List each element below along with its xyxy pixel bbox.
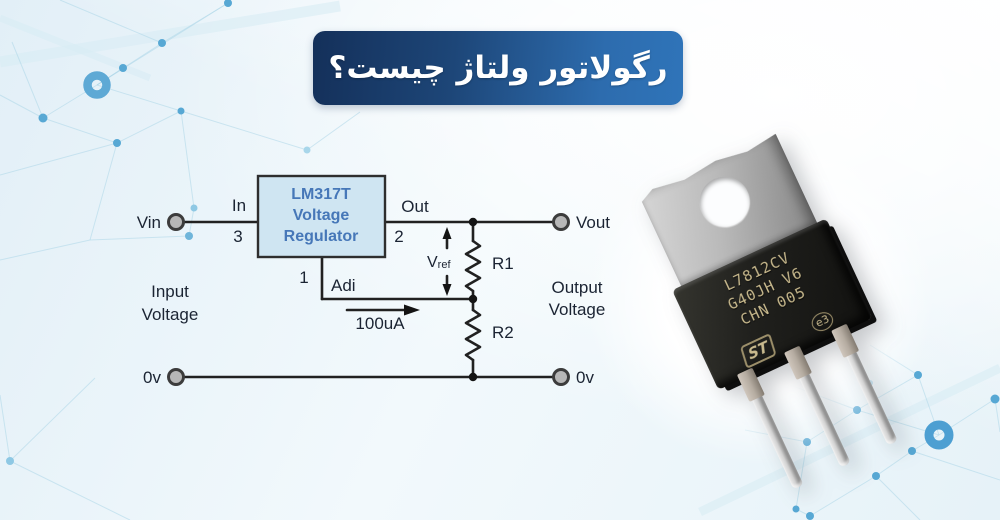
current-arrow xyxy=(345,304,420,316)
pin-in-label: In xyxy=(232,196,246,215)
current-label: 100uA xyxy=(355,314,405,333)
pin-out-label: Out xyxy=(401,197,429,216)
junction-dots xyxy=(468,217,478,382)
r2-label: R2 xyxy=(492,323,514,342)
pin-in-number: 3 xyxy=(233,227,242,246)
output-voltage-caption-2: Voltage xyxy=(549,300,606,319)
pin-out-number: 2 xyxy=(394,227,403,246)
regulator-word-voltage: Voltage xyxy=(293,207,350,224)
vref-label: Vref xyxy=(427,254,451,271)
vout-label: Vout xyxy=(576,213,610,232)
circuit-labels: Vin Vout 0v 0v In 3 Out 2 1 Adi R1 R2 Vr… xyxy=(137,196,611,387)
pin-adj-label: Adi xyxy=(331,276,356,295)
vout-terminal xyxy=(552,213,570,231)
regulator-box: LM317T Voltage Regulator xyxy=(256,174,387,259)
regulator-word-regulator: Regulator xyxy=(284,228,359,245)
circuit-terminals xyxy=(167,213,570,386)
to220-package: L7812CV G40JH V6 CHN 005 ST e3 xyxy=(612,119,929,490)
r1-label: R1 xyxy=(492,254,514,273)
vref-arrow xyxy=(442,227,452,296)
circuit-wires xyxy=(182,220,554,379)
output-voltage-caption-1: Output xyxy=(551,278,602,297)
chip-pin-3 xyxy=(835,328,898,446)
voltage-regulator-chip-photo: L7812CV G40JH V6 CHN 005 ST e3 xyxy=(595,135,915,490)
page-title: رگولاتور ولتاژ چیست؟ xyxy=(328,50,668,86)
pin-adj-number: 1 xyxy=(299,268,308,287)
vin-terminal xyxy=(167,213,185,231)
regulator-name: LM317T xyxy=(291,186,351,203)
resistor-r2 xyxy=(464,308,482,362)
gnd-right-label: 0v xyxy=(576,368,594,387)
title-banner: رگولاتور ولتاژ چیست؟ xyxy=(313,31,683,105)
resistor-r1 xyxy=(464,239,482,293)
st-logo: ST xyxy=(739,332,777,370)
input-voltage-caption-2: Voltage xyxy=(142,305,199,324)
vin-label: Vin xyxy=(137,213,161,232)
input-voltage-caption-1: Input xyxy=(151,282,189,301)
chip-pin-2 xyxy=(788,350,851,468)
gnd-left-terminal xyxy=(167,368,185,386)
gnd-left-label: 0v xyxy=(143,368,161,387)
ring-top-left xyxy=(83,71,111,99)
gnd-right-terminal xyxy=(552,368,570,386)
